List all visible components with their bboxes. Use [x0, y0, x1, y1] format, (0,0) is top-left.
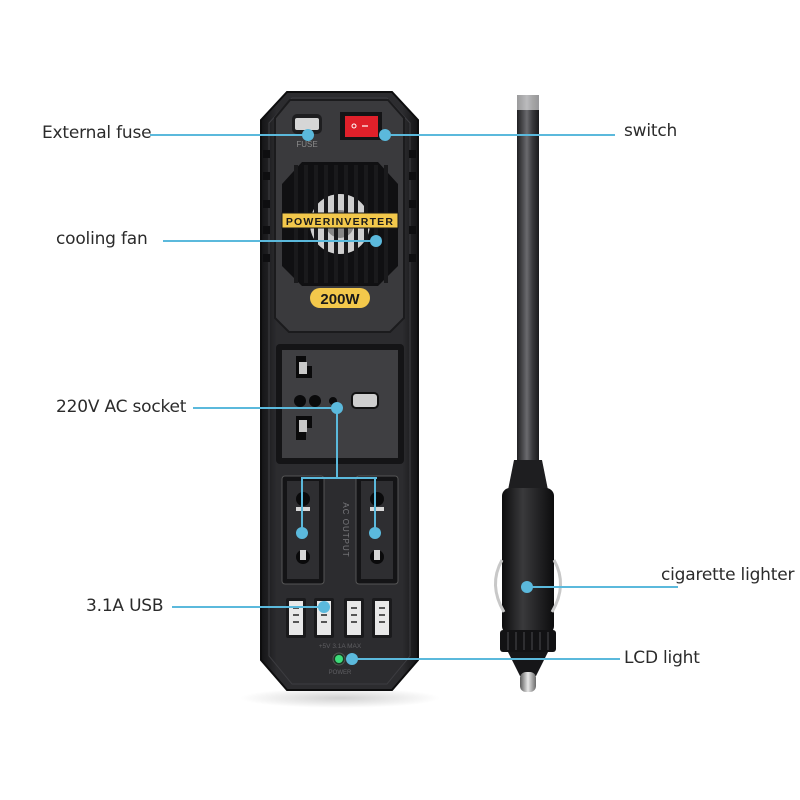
wattage-badge: 200W — [320, 291, 360, 308]
callout-dot-external-fuse — [302, 129, 314, 141]
cigarette-lighter-plug — [502, 488, 554, 634]
label-cooling-fan: cooling fan — [56, 229, 148, 249]
callout-line-lcd-light — [352, 658, 620, 660]
callout-line-cigarette-lighter — [526, 586, 678, 588]
label-lcd-light: LCD light — [624, 648, 700, 668]
callout-dot-cooling-fan — [370, 235, 382, 247]
callout-line-usb — [172, 606, 324, 608]
callout-branch-right-outlet — [374, 477, 376, 533]
callout-branch-left-outlet — [301, 477, 303, 533]
callout-dot-usb — [318, 601, 330, 613]
label-usb: 3.1A USB — [86, 596, 164, 616]
callout-line-ac-socket — [193, 407, 337, 409]
power-led — [335, 655, 343, 663]
usb-rating-label: +5V 3.1A MAX — [319, 643, 362, 650]
power-cable — [517, 95, 539, 465]
callout-line-external-fuse — [150, 134, 308, 136]
callout-dot-ac-socket — [331, 402, 343, 414]
callout-dot-switch — [379, 129, 391, 141]
label-cigarette-lighter: cigarette lighter — [661, 565, 795, 585]
label-switch: switch — [624, 121, 678, 141]
callout-branch-horizontal — [302, 477, 377, 479]
callout-line-cooling-fan — [163, 240, 376, 242]
ac-output-label: AC OUTPUT — [341, 502, 350, 557]
callout-dot-lcd-light — [346, 653, 358, 665]
label-ac-socket: 220V AC socket — [56, 397, 187, 417]
power-label: POWER — [329, 670, 352, 676]
brand-band-text: POWERINVERTER — [286, 216, 394, 228]
callout-dot-cigarette-lighter — [521, 581, 533, 593]
callout-branch-ac-socket — [336, 408, 338, 478]
fuse-label: FUSE — [296, 140, 317, 149]
callout-dot-left-outlet — [296, 527, 308, 539]
callout-dot-right-outlet — [369, 527, 381, 539]
callout-line-switch — [385, 134, 615, 136]
usb-ports — [286, 598, 392, 638]
label-external-fuse: External fuse — [42, 123, 152, 143]
switch-rocker[interactable] — [345, 116, 378, 137]
